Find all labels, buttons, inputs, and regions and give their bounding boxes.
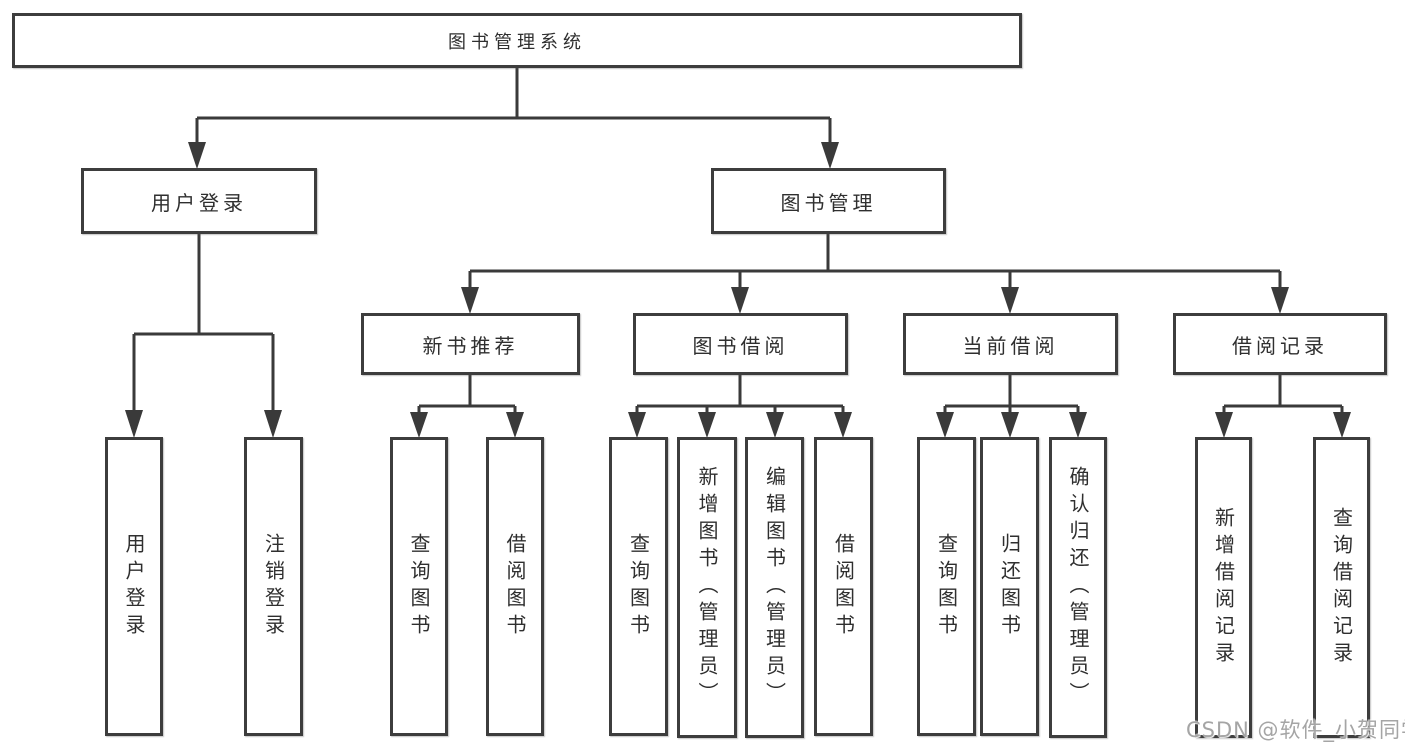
leaf-query-books-borrow: 查询图书 bbox=[609, 437, 668, 736]
leaf-query-books-recommend: 查询图书 bbox=[390, 437, 448, 736]
node-label: 用户登录 bbox=[151, 190, 247, 215]
connector-book-borrow-to-leaves bbox=[628, 375, 852, 438]
node-label: 图书管理 bbox=[780, 190, 877, 215]
leaf-add-books-admin: 新增图书（管理员） bbox=[677, 437, 737, 738]
node-user-login: 用户登录 bbox=[81, 168, 317, 234]
node-label: 借阅图书 bbox=[831, 532, 856, 641]
node-current-borrow: 当前借阅 bbox=[903, 313, 1118, 375]
node-book-borrow: 图书借阅 bbox=[633, 313, 848, 375]
node-book-management: 图书管理 bbox=[711, 168, 946, 234]
leaf-query-books-current: 查询图书 bbox=[917, 437, 976, 736]
connector-current-borrow-to-leaves bbox=[936, 375, 1087, 438]
node-label: 编辑图书（管理员） bbox=[762, 466, 787, 709]
connector-borrow-records-to-leaves bbox=[1215, 375, 1351, 438]
leaf-add-borrow-record: 新增借阅记录 bbox=[1195, 437, 1252, 738]
node-label: 借阅图书 bbox=[503, 532, 527, 641]
node-label: 当前借阅 bbox=[962, 333, 1059, 358]
leaf-borrow-books: 借阅图书 bbox=[814, 437, 873, 736]
node-label: 图书管理系统 bbox=[448, 31, 586, 53]
node-new-book-recommend: 新书推荐 bbox=[361, 313, 580, 375]
node-library-management-system: 图书管理系统 bbox=[12, 13, 1022, 68]
node-label: 查询图书 bbox=[626, 532, 651, 641]
leaf-confirm-return-admin: 确认归还（管理员） bbox=[1049, 437, 1107, 738]
node-label: 查询图书 bbox=[934, 532, 959, 641]
node-label: 注销登录 bbox=[261, 532, 286, 641]
node-label: 归还图书 bbox=[997, 532, 1022, 641]
node-label: 用户登录 bbox=[122, 532, 146, 641]
connector-book-management-to-level3 bbox=[461, 234, 1289, 314]
connector-new-book-recommend-to-leaves bbox=[410, 375, 524, 438]
node-label: 新书推荐 bbox=[422, 333, 519, 358]
node-label: 图书借阅 bbox=[692, 333, 789, 358]
node-label: 借阅记录 bbox=[1232, 333, 1328, 358]
leaf-return-books: 归还图书 bbox=[980, 437, 1039, 736]
node-label: 确认归还（管理员） bbox=[1066, 466, 1090, 709]
leaf-query-borrow-record: 查询借阅记录 bbox=[1313, 437, 1370, 738]
node-label: 查询图书 bbox=[407, 532, 431, 641]
csdn-watermark: CSDN @软件_小贺同学 bbox=[1186, 718, 1405, 742]
connector-root-to-level2 bbox=[188, 68, 839, 169]
leaf-borrow-books-recommend: 借阅图书 bbox=[486, 437, 544, 736]
node-label: 新增借阅记录 bbox=[1211, 506, 1236, 669]
leaf-logout: 注销登录 bbox=[244, 437, 303, 736]
leaf-user-login: 用户登录 bbox=[105, 437, 163, 736]
leaf-edit-books-admin: 编辑图书（管理员） bbox=[745, 437, 804, 738]
node-label: 查询借阅记录 bbox=[1329, 506, 1354, 669]
node-label: 新增图书（管理员） bbox=[695, 466, 719, 709]
node-borrow-records: 借阅记录 bbox=[1173, 313, 1387, 375]
connector-user-login-to-leaves bbox=[125, 234, 282, 438]
